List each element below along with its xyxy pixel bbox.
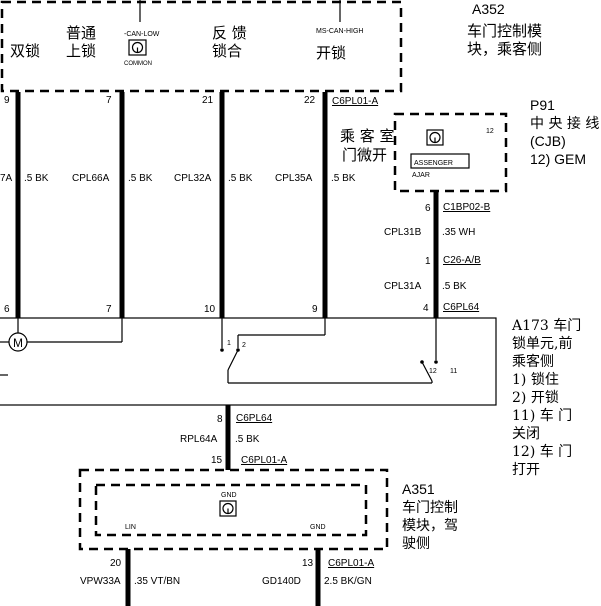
a352-connector: C6PL01-A (332, 96, 378, 107)
a352-pin-22: 22 (304, 95, 316, 106)
common-label: COMMON (124, 61, 152, 67)
svg-text:M: M (13, 336, 23, 350)
a173-box (0, 317, 497, 406)
ajar-label-2: 门微开 (342, 146, 387, 164)
ajar-inner-box (410, 153, 470, 169)
ajar-ground-icon (426, 129, 444, 146)
chain-wire-2-color: .5 BK (442, 281, 467, 292)
a173-pin-10: 10 (204, 304, 216, 315)
switch-pin-11: 11 (450, 368, 457, 375)
normal-lock-label-1: 普通 (66, 24, 96, 42)
a351-gnd-top: GND (221, 492, 237, 499)
a352-module-box (0, 0, 403, 93)
p91-box (393, 112, 508, 193)
a173-desc-7: 关闭 (512, 426, 540, 442)
a173-desc-8: 12) 车 门 (512, 443, 572, 460)
feedback-label-1: 反 馈 (212, 24, 247, 42)
switch-pin-1: 1 (227, 340, 231, 347)
a173-desc-5: 2) 开锁 (512, 390, 559, 406)
chain-conn-2: C26-A/B (443, 255, 481, 266)
a351-gnd: GND (310, 524, 326, 531)
normal-lock-label-2: 上锁 (66, 42, 96, 60)
a351-desc-1: 车门控制 (402, 499, 458, 516)
a173-desc-4: 1) 锁住 (512, 372, 559, 388)
a351-pin-20: 20 (110, 558, 122, 569)
chain-conn-3: C6PL64 (443, 302, 480, 313)
p91-desc-2: (CJB) (530, 133, 566, 149)
wire-1-color: .5 BK (24, 173, 49, 184)
p91-desc-1: 中 央 接 线 (530, 115, 599, 132)
chain-conn-1: C1BP02-B (443, 202, 491, 213)
a351-wire-1: VPW33A (80, 576, 121, 587)
feedback-label-2: 锁合 (212, 42, 242, 60)
ajar-switch (228, 318, 438, 384)
p91-id: P91 (530, 97, 555, 113)
a173-desc-2: 锁单元,前 (512, 335, 572, 352)
a173-desc-6: 11) 车 门 (512, 407, 572, 424)
mid-conn-1: C6PL64 (236, 413, 273, 424)
can-high-label: MS-CAN-HIGH (316, 28, 363, 35)
a352-desc-2: 块，乘客侧 (467, 40, 542, 58)
wire-2-color: .5 BK (128, 173, 153, 184)
common-ground-icon (128, 39, 147, 56)
wire-4-color: .5 BK (331, 173, 356, 184)
mid-pin-15: 15 (211, 455, 223, 466)
wire-1-code: 7A (0, 173, 13, 184)
a351-outer-box (78, 468, 389, 551)
ajar-text-1: ASSENGER (414, 160, 453, 167)
a352-pin-7: 7 (106, 95, 112, 106)
chain-wire-1: CPL31B (384, 227, 422, 238)
unlock-label: 开锁 (316, 44, 346, 62)
a351-id: A351 (402, 481, 435, 497)
wire-2-code: CPL66A (72, 173, 110, 184)
a351-inner-box (94, 483, 368, 537)
lock-switch (220, 318, 326, 383)
a352-pin-21: 21 (202, 95, 214, 106)
a173-pin-7: 7 (106, 304, 112, 315)
mid-pin-8: 8 (217, 414, 223, 425)
wire-3-code: CPL32A (174, 173, 212, 184)
can-low-label: -CAN-LOW (124, 31, 160, 38)
chain-wire-1-color: .35 WH (442, 227, 475, 238)
wire-3-color: .5 BK (228, 173, 253, 184)
a352-pin-9: 9 (4, 95, 10, 106)
a351-wire-2-color: 2.5 BK/GN (324, 576, 372, 587)
lock-motor-icon: M (0, 318, 123, 352)
a173-desc-1: A173 车门 (511, 317, 581, 334)
p91-pin: 12 (486, 128, 494, 135)
a352-desc-1: 车门控制模 (467, 22, 542, 40)
a173-pin-9: 9 (312, 304, 318, 315)
a351-wire-2: GD140D (262, 576, 301, 587)
mid-wire: RPL64A (180, 434, 218, 445)
a351-wire-1-color: .35 VT/BN (134, 576, 180, 587)
a173-pin-6: 6 (4, 304, 10, 315)
switch-pin-2: 2 (242, 342, 246, 349)
chain-pin-1: 1 (425, 256, 431, 267)
a351-ground-icon (219, 500, 237, 517)
mid-conn-2: C6PL01-A (241, 455, 287, 466)
chain-wire-2: CPL31A (384, 281, 422, 292)
double-lock-label: 双锁 (10, 42, 40, 60)
p91-desc-3: 12) GEM (530, 151, 586, 167)
ajar-label-1: 乘 客 室 (340, 127, 395, 145)
a352-id: A352 (472, 1, 505, 17)
a351-pin-13: 13 (302, 558, 314, 569)
chain-pin-6: 6 (425, 203, 431, 214)
mid-wire-color: .5 BK (235, 434, 260, 445)
switch-pin-12: 12 (429, 368, 437, 375)
chain-pin-4: 4 (423, 303, 429, 314)
wire-4-code: CPL35A (275, 173, 313, 184)
ajar-text-2: AJAR (412, 172, 430, 179)
a173-desc-3: 乘客侧 (512, 353, 554, 370)
a173-desc-9: 打开 (512, 461, 540, 478)
a351-desc-3: 驶侧 (402, 536, 430, 552)
a351-lin: LIN (125, 524, 136, 531)
a351-desc-2: 模块，驾 (402, 518, 458, 534)
a351-connector: C6PL01-A (328, 558, 374, 569)
